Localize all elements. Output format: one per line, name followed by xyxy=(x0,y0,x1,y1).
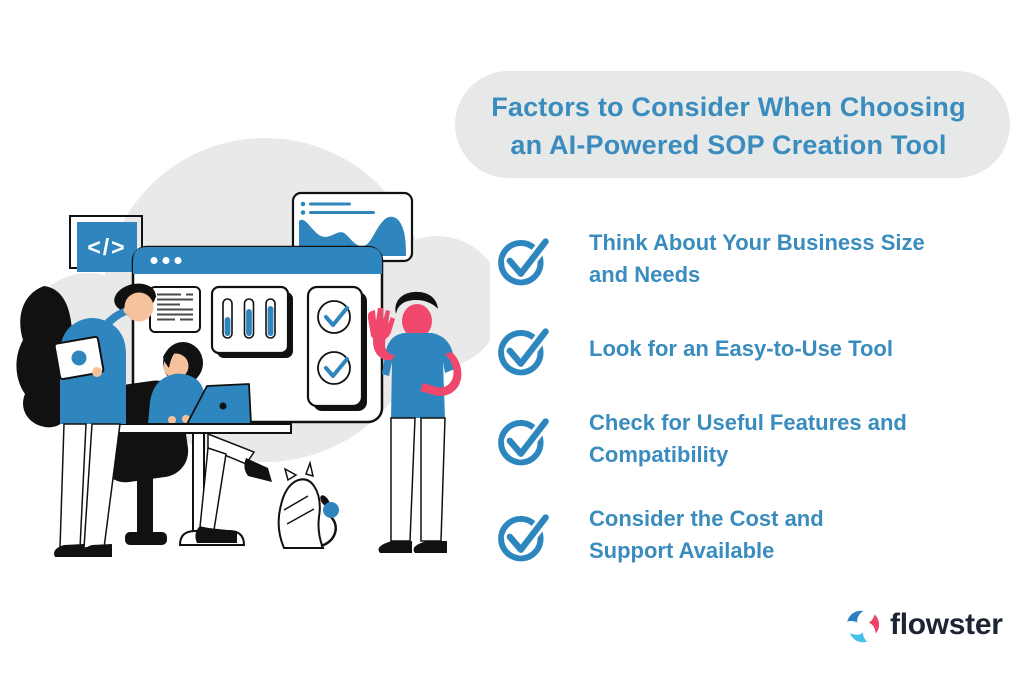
sitting-woman-legs xyxy=(195,432,272,543)
standing-man xyxy=(367,291,462,553)
flowster-logo-icon xyxy=(847,610,880,643)
cat xyxy=(277,460,339,549)
check-circle-icon xyxy=(497,320,552,378)
sitting-woman-with-laptop xyxy=(148,342,252,425)
bar-chart-card xyxy=(210,285,293,358)
checklist-item-text: Look for an Easy-to-Use Tool xyxy=(589,336,893,361)
window-dot xyxy=(174,257,182,264)
illustration: </> xyxy=(16,138,490,557)
window-dot xyxy=(150,257,158,264)
check-circle-icon xyxy=(497,230,552,288)
checklist-item-text: Check for Useful Features and Compatibil… xyxy=(589,410,907,467)
standing-woman-with-tablet xyxy=(16,283,157,557)
title-line2: an AI-Powered SOP Creation Tool xyxy=(510,129,947,160)
flowster-logo-text: flowster xyxy=(890,608,1003,641)
checklist-item-cost-support: Consider the Cost and Support Available xyxy=(497,502,824,568)
window-dot xyxy=(162,257,170,264)
checklist-item-text: Consider the Cost and Support Available xyxy=(589,506,824,563)
title-pill: Factors to Consider When Choosing an AI-… xyxy=(455,71,1010,178)
tablet-icon xyxy=(53,335,105,381)
document-card xyxy=(149,286,201,333)
code-snippet-icon: </> xyxy=(69,215,143,272)
check-circle-icon xyxy=(497,410,552,468)
checklist-item-easy-to-use: Look for an Easy-to-Use Tool xyxy=(497,318,893,380)
check-circle-icon xyxy=(497,506,552,564)
checklist-item-text: Think About Your Business Size and Needs xyxy=(589,230,925,287)
flowster-logo: flowster xyxy=(843,604,1003,646)
checklist-item-business-size: Think About Your Business Size and Needs xyxy=(497,226,925,292)
ball-icon xyxy=(323,502,339,518)
title-line1: Factors to Consider When Choosing xyxy=(491,91,966,122)
checklist-card xyxy=(306,285,367,411)
code-snippet-text: </> xyxy=(87,234,126,260)
checklist-item-features-compatibility: Check for Useful Features and Compatibil… xyxy=(497,406,907,472)
